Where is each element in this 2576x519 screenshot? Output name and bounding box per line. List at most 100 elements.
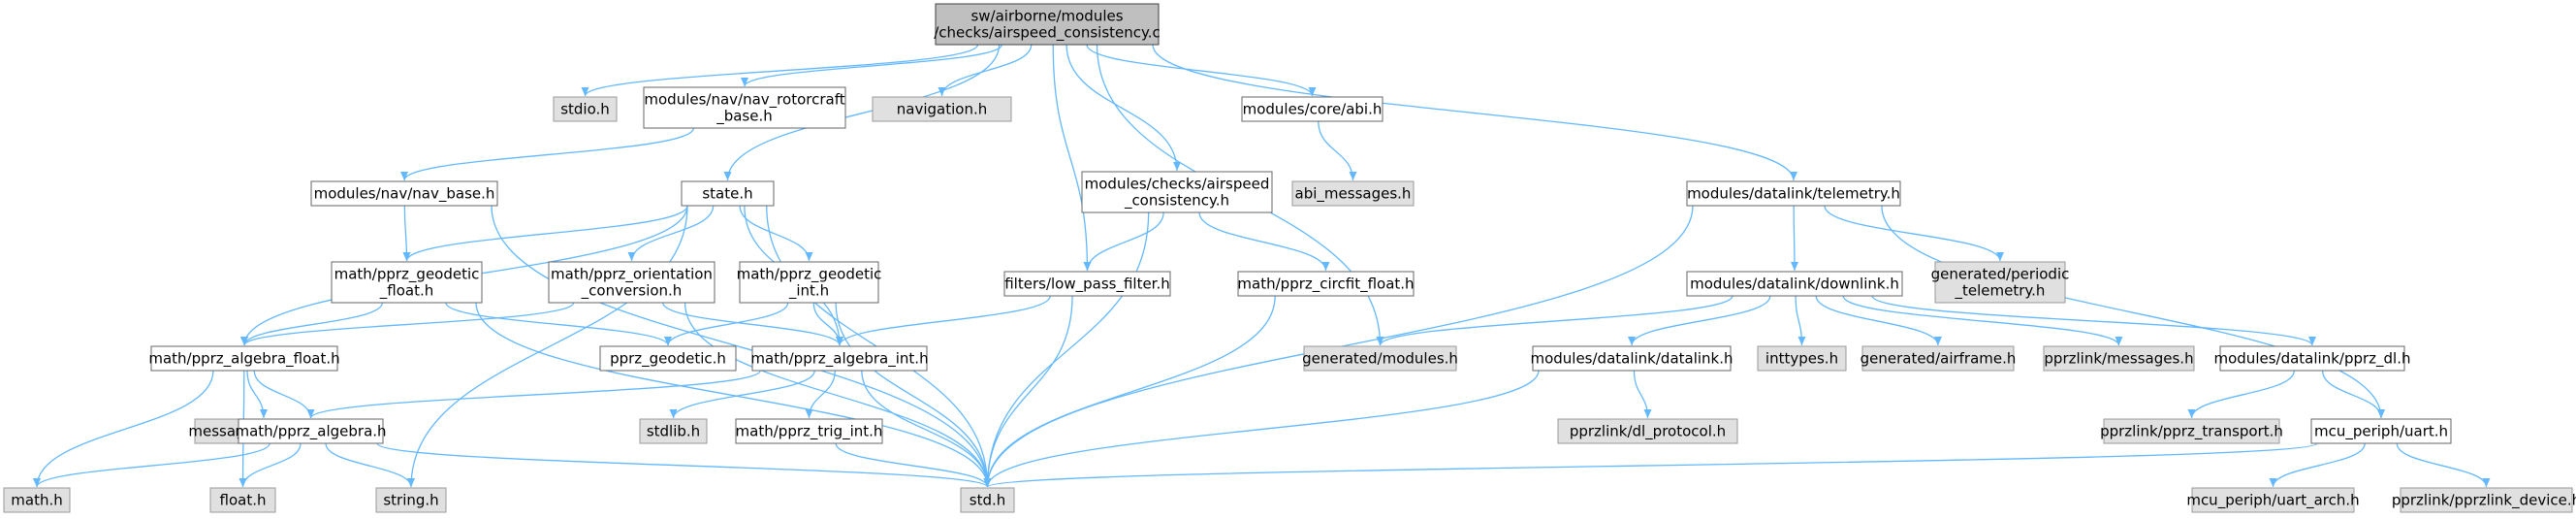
node-box-airspeed_h	[1081, 171, 1273, 213]
edge-downlink-to-datalink	[1628, 295, 1771, 346]
nodes-layer: sw/airborne/modules/checks/airspeed_cons…	[3, 3, 2576, 513]
node-label-abi-0: modules/core/abi.h	[1243, 101, 1383, 118]
edge-orientation-to-std	[684, 302, 992, 488]
node-label-dl_protocol-0: pprzlink/dl_protocol.h	[1570, 423, 1726, 441]
node-uart[interactable]: mcu_periph/uart.h	[2310, 418, 2452, 444]
node-pprz_transport: pprzlink/pprz_transport.h	[2100, 418, 2283, 444]
edge-root-to-telemetry	[1152, 44, 1797, 181]
node-label-uart-0: mcu_periph/uart.h	[2314, 423, 2448, 441]
edge-algebra-to-float	[239, 442, 302, 488]
edge-datalink-to-dl_protocol	[1633, 370, 1652, 419]
edge-uart-to-pprzlink_device	[2396, 442, 2491, 488]
node-label-periodic-0: generated/periodic	[1931, 266, 2070, 283]
node-state[interactable]: state.h	[681, 180, 775, 207]
node-box-uart_arch	[2191, 487, 2355, 513]
edges-layer	[33, 44, 2491, 488]
edge-geodetic_float-to-pprz_geodetic	[445, 302, 672, 346]
node-label-navigation-0: navigation.h	[897, 101, 987, 118]
edge-low_pass-to-algebra_int	[836, 295, 1051, 346]
node-stdio: stdio.h	[553, 96, 618, 122]
node-label-pprz_dl-0: modules/datalink/pprz_dl.h	[2214, 350, 2411, 369]
node-orientation[interactable]: math/pprz_orientation_conversion.h	[548, 261, 716, 304]
node-label-state-0: state.h	[702, 185, 752, 203]
edge-state-to-orientation	[627, 205, 715, 262]
node-label-stdio-0: stdio.h	[560, 101, 610, 118]
node-trig_int[interactable]: math/pprz_trig_int.h	[735, 418, 883, 444]
edge-geodetic_int-to-pprz_geodetic	[664, 302, 789, 346]
edge-low_pass-to-std	[983, 295, 1073, 488]
node-box-orientation	[548, 261, 716, 304]
node-box-math	[3, 487, 71, 513]
node-box-stdlib	[639, 418, 708, 444]
node-box-downlink	[1686, 271, 1903, 297]
node-box-pprz_transport	[2103, 418, 2280, 444]
edge-nav_base-to-geodetic_float	[402, 205, 411, 262]
node-label-downlink-0: modules/datalink/downlink.h	[1690, 276, 1899, 293]
node-label-low_pass-0: filters/low_pass_filter.h	[1004, 276, 1170, 294]
node-pprz_geodetic[interactable]: pprz_geodetic.h	[599, 345, 737, 372]
edge-root-to-navigation	[938, 44, 1033, 97]
node-abi_messages: abi_messages.h	[1291, 180, 1415, 207]
node-low_pass[interactable]: filters/low_pass_filter.h	[1003, 271, 1171, 297]
node-label-abi_messages-0: abi_messages.h	[1295, 185, 1412, 204]
node-messages: pprzlink/messages.h	[2043, 345, 2195, 372]
node-label-root-1: /checks/airspeed_consistency.c	[934, 24, 1161, 43]
edge-trig_int-to-std	[835, 442, 992, 488]
node-nav_base[interactable]: modules/nav/nav_base.h	[310, 180, 498, 207]
node-datalink[interactable]: modules/datalink/datalink.h	[1530, 345, 1733, 372]
node-box-algebra	[238, 418, 384, 444]
node-algebra_int[interactable]: math/pprz_algebra_int.h	[750, 345, 929, 372]
node-downlink[interactable]: modules/datalink/downlink.h	[1686, 271, 1903, 297]
node-algebra_float[interactable]: math/pprz_algebra_float.h	[148, 345, 340, 372]
node-telemetry[interactable]: modules/datalink/telemetry.h	[1686, 180, 1901, 207]
node-geodetic_float[interactable]: math/pprz_geodetic_float.h	[331, 261, 483, 304]
node-pprz_dl[interactable]: modules/datalink/pprz_dl.h	[2214, 345, 2411, 372]
node-box-state	[681, 180, 775, 207]
node-label-orientation-0: math/pprz_orientation	[551, 266, 713, 284]
node-std: std.h	[960, 487, 1015, 513]
node-label-algebra-0: math/pprz_algebra.h	[235, 423, 386, 441]
node-nav_rotorcraft[interactable]: modules/nav/nav_rotorcraft_base.h	[643, 86, 846, 129]
node-box-root	[935, 3, 1160, 46]
edge-root-to-abi	[1086, 44, 1317, 97]
edge-uart-to-uart_arch	[2269, 442, 2366, 488]
node-label-math-0: math.h	[11, 492, 62, 509]
node-circfit[interactable]: math/pprz_circfit_float.h	[1237, 271, 1415, 297]
node-string: string.h	[375, 487, 447, 513]
node-label-trig_int-0: math/pprz_trig_int.h	[736, 423, 883, 441]
edge-downlink-to-airframe	[1815, 295, 1942, 346]
node-algebra[interactable]: math/pprz_algebra.h	[235, 418, 387, 444]
node-uart_arch: mcu_periph/uart_arch.h	[2186, 487, 2360, 513]
node-airspeed_h[interactable]: modules/checks/airspeed_consistency.h	[1081, 171, 1273, 213]
node-box-circfit	[1237, 271, 1415, 297]
node-box-nav_base	[310, 180, 498, 207]
node-box-messages	[2043, 345, 2195, 372]
node-geodetic_int[interactable]: math/pprz_geodetic_int.h	[737, 261, 882, 304]
edge-algebra_float-to-msg_pragmas	[246, 370, 268, 419]
node-label-gen_modules-0: generated/modules.h	[1302, 350, 1458, 368]
edge-root-to-state	[723, 44, 1001, 181]
node-label-airspeed_h-0: modules/checks/airspeed	[1085, 176, 1270, 193]
node-box-algebra_float	[150, 345, 338, 372]
node-pprzlink_device: pprzlink/pprzlink_device.h	[2392, 487, 2576, 513]
node-label-pprz_transport-0: pprzlink/pprz_transport.h	[2100, 423, 2283, 441]
node-label-stdlib-0: stdlib.h	[647, 423, 700, 440]
node-box-dl_protocol	[1557, 418, 1738, 444]
node-label-geodetic_float-1: _float.h	[379, 282, 433, 301]
node-stdlib: stdlib.h	[639, 418, 708, 444]
node-label-algebra_int-0: math/pprz_algebra_int.h	[750, 350, 928, 369]
node-navigation: navigation.h	[872, 96, 1012, 122]
edge-state-to-geodetic_int	[739, 205, 813, 262]
node-periodic: generated/periodic_telemetry.h	[1931, 261, 2070, 304]
edge-root-to-airspeed_h	[1065, 44, 1181, 172]
node-root[interactable]: sw/airborne/modules/checks/airspeed_cons…	[934, 3, 1161, 46]
node-box-geodetic_int	[739, 261, 879, 304]
edge-algebra_int-to-trig_int	[805, 370, 836, 419]
node-box-float	[209, 487, 276, 513]
edge-orientation-to-algebra_float	[240, 302, 575, 346]
node-box-std	[960, 487, 1015, 513]
node-label-pprz_geodetic-0: pprz_geodetic.h	[610, 350, 726, 369]
edge-algebra_int-to-std	[861, 370, 992, 488]
edge-nav_rotorcraft-to-nav_base	[400, 127, 694, 181]
node-abi[interactable]: modules/core/abi.h	[1241, 96, 1383, 122]
